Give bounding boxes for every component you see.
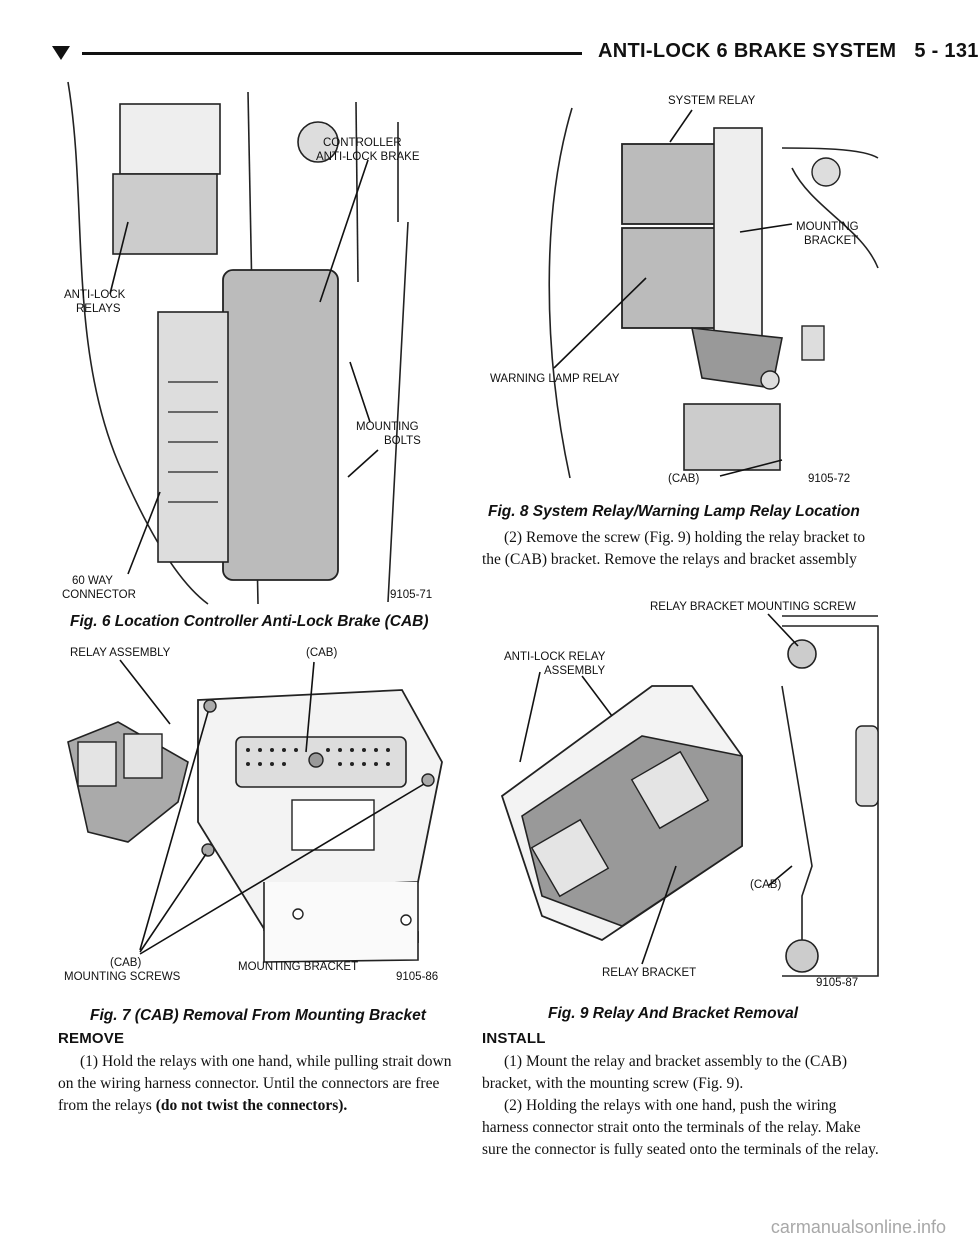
remove-step-1: (1) Hold the relays with one hand, while… [58,1051,458,1117]
fig7-label-mounting-screws: MOUNTING SCREWS [64,971,181,983]
fig8-label-warning-lamp-relay: WARNING LAMP RELAY [490,373,620,385]
fig6-label-controller: CONTROLLER [323,137,402,149]
install-step-2: (2) Holding the relays with one hand, pu… [482,1097,879,1158]
fig7-label-mounting-bracket: MOUNTING BRACKET [238,961,359,973]
page-header: ANTI-LOCK 6 BRAKE SYSTEM 5 - 131 [52,40,978,68]
fig9-caption: Fig. 9 Relay And Bracket Removal [548,1005,799,1022]
fig7-label-cab-bottom: (CAB) [110,957,142,969]
fig6-label-60-way: 60 WAY [72,575,113,587]
fig8-label-bracket: BRACKET [804,235,859,247]
install-steps: (1) Mount the relay and bracket assembly… [482,1051,884,1161]
install-heading: INSTALL [482,1030,546,1047]
fig6-label-connector: CONNECTOR [62,589,136,601]
figure-7-illustration [67,659,443,963]
watermark: carmanualsonline.info [770,1217,946,1237]
triangle-marker-icon [52,46,70,60]
fig8-caption: Fig. 8 System Relay/Warning Lamp Relay L… [488,503,860,520]
fig6-label-mounting: MOUNTING [356,421,419,433]
header-title: ANTI-LOCK 6 BRAKE SYSTEM 5 - 131 [598,40,979,63]
fig9-label-assembly: ASSEMBLY [544,665,606,677]
fig7-label-cab-top: (CAB) [306,647,338,659]
fig9-label-anti-lock-relay: ANTI-LOCK RELAY [504,651,606,663]
fig6-label-anti-lock-brake: ANTI-LOCK BRAKE [316,151,420,163]
fig6-figure-code: 9105-71 [390,589,433,601]
remove-heading: REMOVE [58,1030,125,1047]
remove-step-1-bold: (do not twist the connectors). [155,1097,348,1114]
fig7-caption: Fig. 7 (CAB) Removal From Mounting Brack… [90,1007,426,1024]
fig8-figure-code: 9105-72 [808,473,851,485]
fig6-caption: Fig. 6 Location Controller Anti-Lock Bra… [70,613,429,630]
figure-6: CONTROLLER ANTI-LOCK BRAKE ANTI-LOCK REL… [58,81,458,605]
figure-7: RELAY ASSEMBLY (CAB) (CAB) MOUNTING SCRE… [58,642,458,1002]
fig8-label-mounting: MOUNTING [796,221,859,233]
install-step-1: (1) Mount the relay and bracket assembly… [482,1053,848,1092]
fig6-label-relays: RELAYS [76,303,121,315]
fig8-label-system-relay: SYSTEM RELAY [668,95,756,107]
remove-step-2: (2) Remove the screw (Fig. 9) holding th… [482,527,884,571]
fig9-label-cab: (CAB) [750,879,782,891]
remove-step-2-text: (2) Remove the screw (Fig. 9) holding th… [482,529,866,568]
fig8-label-cab: (CAB) [668,473,700,485]
fig6-label-anti-lock: ANTI-LOCK [64,289,126,301]
figure-8-illustration [548,107,879,479]
figure-9-illustration [500,613,879,977]
fig6-label-bolts: BOLTS [384,435,421,447]
header-rule [82,52,582,55]
fig9-label-relay-bracket-mounting-screw: RELAY BRACKET MOUNTING SCREW [650,601,856,613]
remove-step-1-text: (1) Hold the relays with one hand, while… [58,1053,452,1114]
fig9-figure-code: 9105-87 [816,977,859,989]
fig9-label-relay-bracket: RELAY BRACKET [602,967,697,979]
section-title: ANTI-LOCK 6 BRAKE SYSTEM [598,40,897,62]
figure-8: SYSTEM RELAY MOUNTING BRACKET WARNING LA… [482,88,882,496]
figure-6-illustration [67,81,409,605]
fig7-figure-code: 9105-86 [396,971,439,983]
page-number: 5 - 131 [914,40,979,62]
fig7-label-relay-assembly: RELAY ASSEMBLY [70,647,171,659]
figure-9: RELAY BRACKET MOUNTING SCREW ANTI-LOCK R… [482,596,882,998]
